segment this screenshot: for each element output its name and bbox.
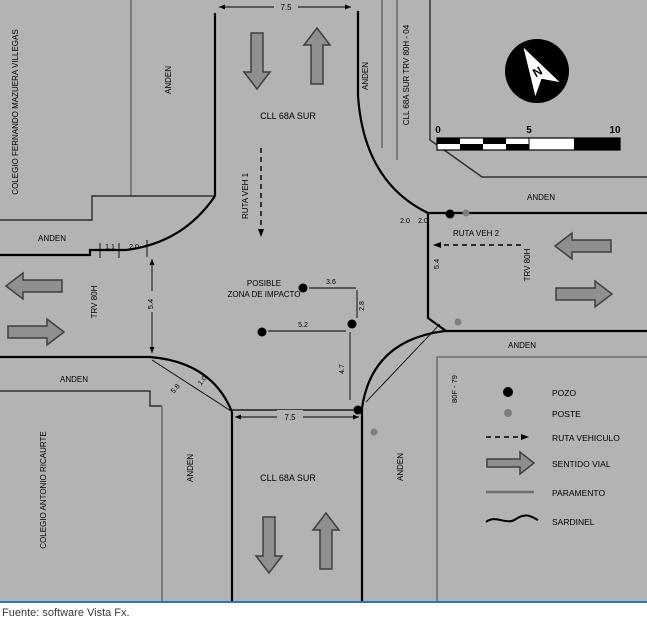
measurement-labels: 7.5 1.1 2.0 5.4 3.6 2.8 5.2 5.4 2.0 2.0 …: [105, 1, 441, 422]
street-label-cll68a-top: CLL 68A SUR: [260, 111, 316, 121]
legend: POZO POSTE RUTA VEHICULO SENTIDO VIAL PA…: [485, 387, 620, 527]
dim-right-width: 5.4: [432, 259, 441, 269]
dim-impact-w: 5.2: [298, 322, 308, 329]
pozo-dot: [257, 327, 267, 337]
scale-bar: 0 5 10: [435, 125, 621, 151]
legend-poste-dot-icon: [504, 409, 512, 417]
dim-sw-b: 1.0: [197, 375, 209, 387]
scale-tick-0: 0: [435, 125, 441, 136]
block-ref-label: 80F - 79: [450, 375, 459, 403]
legend-black-line-icon: [485, 514, 539, 523]
dim-top-width: 7.5: [280, 3, 292, 12]
compass-needle: [523, 47, 560, 97]
sardinel-lines: [0, 11, 647, 601]
anden-label-nw: ANDEN: [164, 66, 173, 94]
dim-impact-x: 3.6: [326, 279, 336, 286]
legend-label-sardinel: SARDINEL: [552, 517, 595, 527]
dim-impact-y: 2.8: [359, 301, 366, 311]
arrow-north-top: [302, 26, 332, 85]
anden-label-sw: ANDEN: [60, 375, 88, 384]
sentido-vial-arrows: [4, 26, 614, 575]
street-label-trv80h-left: TRV 80H: [90, 285, 99, 318]
arrow-north-bottom: [311, 511, 341, 570]
dim-sw-a: 5.8: [170, 383, 182, 395]
legend-pozo-dot-icon: [503, 387, 513, 397]
legend-label-pozo: POZO: [552, 388, 576, 398]
dimension-lines: [99, 4, 441, 420]
dim-nw-a: 1.1: [105, 244, 115, 251]
arrow-east-right: [555, 279, 614, 309]
pozo-dot: [347, 319, 357, 329]
impact-zone-line2: ZONA DE IMPACTO: [227, 290, 300, 299]
anden-label-right-mid: ANDEN: [508, 341, 536, 350]
arrow-west-right: [553, 231, 612, 261]
pozo-dot: [353, 405, 363, 415]
arrow-south-bottom: [254, 516, 284, 575]
anden-label-left: ANDEN: [38, 234, 66, 243]
poste-dot: [454, 318, 462, 326]
poste-dot: [370, 428, 378, 436]
scale-tick-5: 5: [526, 125, 532, 136]
anden-label-ne: ANDEN: [361, 62, 370, 90]
dim-ne-a: 2.0: [400, 218, 410, 225]
legend-label-poste: POSTE: [552, 409, 581, 419]
anden-label-right-top: ANDEN: [527, 193, 555, 202]
legend-label-ruta-vehiculo: RUTA VEHICULO: [552, 433, 620, 443]
arrow-west-left: [4, 271, 63, 301]
pozo-dots: [257, 209, 455, 415]
compass-rose: N: [505, 39, 569, 103]
anden-label-se-vert: ANDEN: [396, 453, 405, 481]
street-label-trv80h-right: TRV 80H: [523, 248, 532, 281]
impact-zone-line1: POSIBLE: [247, 279, 281, 288]
ruta-veh2-label: RUTA VEH 2: [453, 229, 500, 238]
anden-label-sw-vert: ANDEN: [186, 454, 195, 482]
footer-source-bar: Fuente: software Vista Fx.: [0, 601, 647, 624]
scale-tick-10: 10: [609, 125, 621, 136]
street-label-cll68a-bottom: CLL 68A SUR: [260, 473, 316, 483]
legend-label-sentido-vial: SENTIDO VIAL: [552, 459, 611, 469]
legend-block-arrow-icon: [486, 450, 536, 476]
dim-nw-b: 2.0: [129, 244, 139, 251]
colegio-south-label: COLEGIO ANTONIO RICAURTE: [39, 431, 48, 549]
footer-source-text: Fuente: software Vista Fx.: [2, 607, 130, 619]
ruta-veh1-label: RUTA VEH 1: [241, 172, 250, 219]
legend-label-paramento: PARAMENTO: [552, 488, 605, 498]
dim-ne-b: 2.0: [418, 218, 428, 225]
arrow-south-top: [242, 32, 272, 91]
pozo-dot: [298, 283, 308, 293]
dim-left-width: 5.4: [146, 299, 155, 309]
dim-bottom-width: 7.5: [284, 413, 296, 422]
corner-ref-label: CLL 68A SUR TRV 80H - 04: [402, 24, 411, 125]
poste-dots: [370, 209, 470, 436]
arrow-east-left: [7, 317, 66, 347]
colegio-north-label: COLEGIO FERNANDO MAZUERA VILLEGAS: [11, 29, 20, 194]
pozo-dot: [445, 209, 455, 219]
poste-dot: [462, 209, 470, 217]
dim-se-a: 4.7: [339, 364, 346, 374]
paramento-lines: [0, 0, 647, 601]
site-plan-svg: COLEGIO FERNANDO MAZUERA VILLEGAS ANDEN …: [0, 0, 647, 601]
route-arrows: [258, 148, 521, 248]
